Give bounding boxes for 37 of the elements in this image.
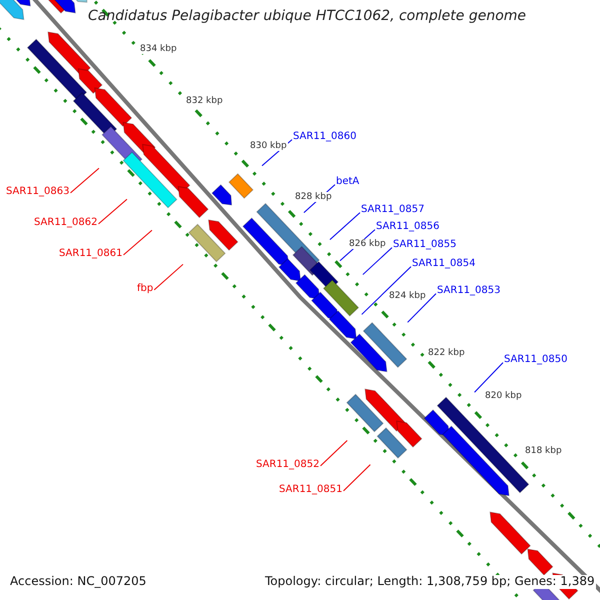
gene-label: SAR11_0857 — [361, 204, 424, 216]
gene-label: SAR11_0850 — [504, 354, 568, 366]
leader-line — [407, 293, 436, 323]
leader-line — [123, 230, 152, 256]
scale-label: 826 kbp — [348, 239, 387, 250]
map-title: Candidatus Pelagibacter ubique HTCC1062, complete genome — [88, 8, 526, 24]
gene-label: SAR11_0861 — [59, 248, 122, 260]
leader-line — [329, 212, 360, 240]
gene-label: SAR11_0855 — [393, 239, 456, 250]
scale-label: 822 kbp — [427, 348, 466, 358]
leader-line — [320, 440, 348, 466]
scale-label: 832 kbp — [185, 96, 224, 106]
leader-line — [70, 168, 100, 194]
leader-line — [361, 266, 412, 315]
gene-label: fbp — [137, 283, 154, 294]
gene-label: SAR11_0862 — [34, 217, 98, 228]
scale-label: 830 kbp — [249, 141, 288, 152]
genome-summary: Topology: circular; Length: 1,308,759 bp; Genes: 1,389 — [264, 575, 596, 589]
gene-label: betA — [336, 176, 360, 188]
gene-label: SAR11_0852 — [256, 459, 320, 470]
scale-label: 834 kbp — [139, 44, 178, 54]
leader-line — [98, 198, 128, 224]
gene-label: SAR11_0851 — [279, 484, 342, 496]
scale-label: 820 kbp — [484, 391, 523, 402]
gene-label: SAR11_0853 — [437, 285, 500, 296]
gene-label: SAR11_0856 — [376, 221, 440, 232]
leader-line — [154, 264, 184, 290]
gene-label: SAR11_0863 — [6, 186, 70, 198]
gene-label: SAR11_0860 — [293, 131, 356, 142]
leader-line — [474, 362, 504, 393]
gene-label: SAR11_0854 — [412, 258, 476, 270]
leader-line — [343, 464, 371, 492]
scale-label: 818 kbp — [524, 446, 563, 456]
accession-text: Accession: NC_007205 — [9, 575, 148, 589]
scale-label: 828 kbp — [294, 192, 333, 202]
leader-line — [362, 247, 392, 276]
scale-label: 824 kbp — [388, 291, 427, 302]
